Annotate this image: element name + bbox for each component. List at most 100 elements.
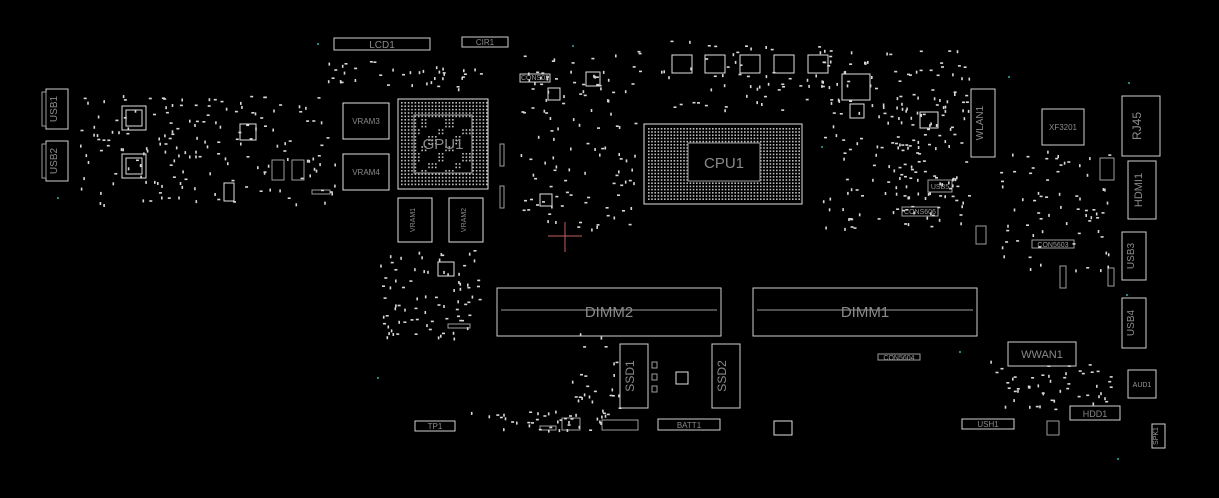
port-rj45[interactable]: RJ45 <box>1121 95 1161 157</box>
bga-ball <box>750 185 752 188</box>
connector-lcd1[interactable]: LCD1 <box>333 37 431 51</box>
port-usb2[interactable]: USB2 <box>41 140 69 182</box>
bga-ball <box>772 188 775 191</box>
bga-ball <box>445 173 447 175</box>
bga-ball <box>782 163 784 165</box>
smd-pad <box>911 124 915 126</box>
smd-pad <box>463 73 467 75</box>
slot-dimm1[interactable]: DIMM1 <box>752 287 978 337</box>
smd-pad <box>403 321 407 323</box>
smd-pad <box>172 176 176 178</box>
connector-wwan1[interactable]: WWAN1 <box>1007 341 1077 367</box>
slot-ssd2[interactable]: SSD2 <box>711 343 741 409</box>
bga-ball <box>407 153 410 155</box>
bga-ball <box>676 182 679 184</box>
bga-ball <box>712 131 714 133</box>
chip-cpu1[interactable]: CPU1 <box>643 123 803 205</box>
smd-pad <box>1001 180 1004 183</box>
smd-pad <box>689 40 691 44</box>
connector-aud1[interactable]: AUD1 <box>1127 369 1157 399</box>
chip-vram3[interactable]: VRAM3 <box>342 102 390 140</box>
bga-ball <box>795 176 797 178</box>
smd-pad <box>638 52 642 55</box>
smd-pad <box>1058 192 1061 196</box>
bga-ball <box>452 102 454 104</box>
bga-ball <box>753 140 756 143</box>
connector-ush1[interactable]: USH1 <box>961 418 1015 430</box>
bga-ball <box>673 192 676 194</box>
chip-vram2[interactable]: VRAM2 <box>448 197 484 243</box>
smd-pad <box>761 103 763 106</box>
bga-ball <box>756 182 759 184</box>
bga-ball <box>452 115 454 118</box>
smd-pad <box>434 296 438 299</box>
bga-ball <box>404 105 406 107</box>
port-usb4[interactable]: USB4 <box>1121 297 1147 349</box>
smd-pad <box>499 416 503 419</box>
smd-pad <box>1109 386 1113 388</box>
bga-ball <box>441 176 444 179</box>
bga-ball <box>766 150 768 152</box>
smd-pad <box>555 78 558 80</box>
bga-ball <box>696 198 698 200</box>
bga-ball <box>760 176 762 178</box>
port-usb1[interactable]: USB1 <box>41 88 69 130</box>
bga-ball <box>753 131 756 133</box>
bga-ball <box>424 112 427 114</box>
slot-dimm2[interactable]: DIMM2 <box>496 287 722 337</box>
bga-ball <box>428 102 430 104</box>
smd-pad <box>398 320 400 324</box>
bga-ball <box>654 134 656 136</box>
smd-pad <box>184 178 188 181</box>
smd-pad <box>965 161 969 163</box>
bga-ball <box>795 153 797 156</box>
connector-cons-top[interactable]: CONS02 <box>519 73 551 83</box>
bga-ball <box>670 144 672 146</box>
bga-ball <box>760 185 762 188</box>
bga-ball <box>458 173 461 175</box>
connector-batt1[interactable]: BATT1 <box>657 418 721 431</box>
chip-gpu1[interactable]: GPU1 <box>397 98 489 190</box>
smd-pad <box>217 153 221 155</box>
smd-pad <box>522 209 526 212</box>
connector-hdd1[interactable]: HDD1 <box>1069 405 1121 421</box>
bga-ball <box>702 188 704 191</box>
bga-ball <box>472 129 474 131</box>
smd-pad <box>829 197 832 201</box>
bga-ball <box>686 195 688 197</box>
bga-ball <box>699 182 701 184</box>
hdmi1-label: HDMI1 <box>1133 173 1145 207</box>
bga-ball <box>769 134 772 136</box>
bga-ball <box>737 131 740 133</box>
connector-spk1[interactable]: SPK1 <box>1151 423 1166 449</box>
bga-ball <box>782 198 784 200</box>
bga-ball <box>472 139 474 141</box>
bga-ball <box>469 176 471 179</box>
smd-pad <box>390 261 394 264</box>
bga-ball <box>785 163 788 165</box>
bga-ball <box>667 163 669 165</box>
bga-ball <box>676 156 679 159</box>
bga-ball <box>744 131 746 133</box>
chip-vram4[interactable]: VRAM4 <box>342 153 390 191</box>
chip-xf3201[interactable]: XF3201 <box>1041 108 1085 146</box>
bga-ball <box>683 144 685 146</box>
bga-ball <box>683 182 685 184</box>
connector-cons606[interactable]: CONS606 <box>901 206 939 217</box>
smd-pad <box>178 196 180 200</box>
smd-pad <box>516 421 518 425</box>
bga-ball <box>482 163 485 165</box>
slot-ssd1[interactable]: SSD1 <box>619 343 649 409</box>
connector-cir1[interactable]: CIR1 <box>461 36 509 48</box>
smd-pad <box>828 86 831 90</box>
bga-ball <box>744 185 746 188</box>
bga-ball <box>740 198 743 200</box>
chip-vram1[interactable]: VRAM1 <box>397 197 433 243</box>
smd-pad <box>97 115 100 119</box>
connector-tp1[interactable]: TP1 <box>414 420 456 432</box>
connector-con5604[interactable]: CON5604 <box>877 353 921 362</box>
port-usb3[interactable]: USB3 <box>1121 231 1147 281</box>
port-hdmi1[interactable]: HDMI1 <box>1127 160 1157 220</box>
bga-ball <box>785 147 788 149</box>
connector-wlan1[interactable]: WLAN1 <box>970 88 996 158</box>
